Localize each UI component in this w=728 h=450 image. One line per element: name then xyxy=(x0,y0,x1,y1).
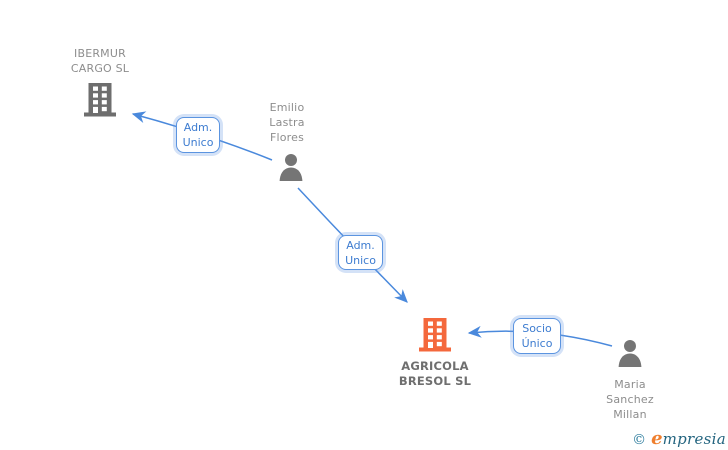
building-icon xyxy=(84,83,116,117)
copyright-icon: © xyxy=(632,432,647,448)
company-name: IBERMUR CARGO SL xyxy=(71,46,129,76)
company-name-line1: AGRICOLA xyxy=(401,359,469,373)
node-person-maria[interactable]: Maria Sanchez Millan xyxy=(580,339,680,422)
person-name: Maria Sanchez Millan xyxy=(606,377,654,422)
person-name-line2: Sanchez xyxy=(606,393,654,406)
relation-label-socio-unico: Socio Único xyxy=(513,318,561,354)
relation-label-line2: Unico xyxy=(182,136,214,149)
company-name: AGRICOLA BRESOL SL xyxy=(399,359,471,389)
relation-label-line1: Adm. xyxy=(183,121,213,134)
person-icon xyxy=(279,154,302,181)
node-person-emilio[interactable]: Emilio Lastra Flores xyxy=(237,100,337,187)
person-icon xyxy=(618,340,642,367)
person-name-line1: Emilio xyxy=(269,101,305,114)
company-name-line2: CARGO SL xyxy=(70,62,130,75)
person-name: Emilio Lastra Flores xyxy=(269,100,304,145)
empresia-logo[interactable]: © e mpresia xyxy=(632,428,726,449)
company-name-line1: IBERMUR xyxy=(74,47,126,60)
brand-name: mpresia xyxy=(662,430,726,448)
person-name-line3: Flores xyxy=(269,131,305,144)
relation-label-line1: Socio xyxy=(522,322,552,335)
relation-label-line1: Adm. xyxy=(346,238,375,252)
building-icon xyxy=(419,318,451,352)
relation-label-adm-unico-agricola: Adm. Unico xyxy=(338,235,383,270)
person-name-line3: Millan xyxy=(613,408,647,421)
person-name-line1: Maria xyxy=(614,378,646,391)
person-name-line2: Lastra xyxy=(269,116,305,129)
brand-initial: e xyxy=(651,428,663,449)
company-name-line2: BRESOL SL xyxy=(398,374,472,388)
relation-label-line2: Unico xyxy=(345,253,376,267)
relation-label-line2: Único xyxy=(521,337,553,350)
node-company-ibermur[interactable]: IBERMUR CARGO SL xyxy=(40,46,160,117)
node-company-agricola[interactable]: AGRICOLA BRESOL SL xyxy=(375,318,495,389)
relation-label-adm-unico-ibermur: Adm. Unico xyxy=(176,117,220,153)
